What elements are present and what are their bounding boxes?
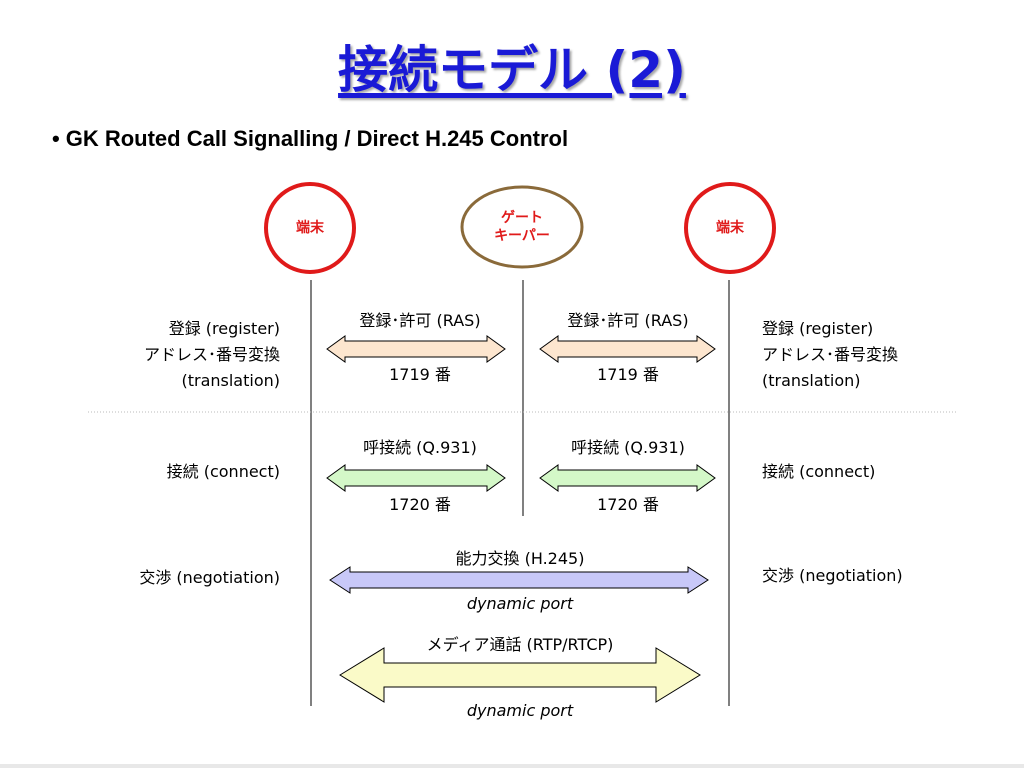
- left-register-block: 登録 (register) アドレス･番号変換 (translation): [80, 316, 280, 394]
- right-register-label: 登録 (register): [762, 319, 874, 338]
- bullet-marker: •: [52, 126, 60, 151]
- rtp-arrow: [339, 647, 701, 703]
- rtp-top-label: メディア通話 (RTP/RTCP): [426, 635, 614, 654]
- right-connect-label: 接続 (connect): [762, 462, 876, 481]
- subtitle-text: GK Routed Call Signalling / Direct H.245…: [65, 126, 569, 151]
- left-address-label: アドレス･番号変換: [143, 345, 280, 364]
- gatekeeper-label: ゲート キーパー: [472, 209, 572, 245]
- rtp-bottom-label: dynamic port: [466, 701, 574, 720]
- ras-left-top-label: 登録･許可 (RAS): [359, 311, 481, 330]
- h245-arrow: [329, 566, 709, 594]
- ras-left-arrow: [326, 335, 506, 363]
- q931-right-arrow: [539, 464, 716, 492]
- left-terminal-node: [264, 182, 356, 274]
- left-translation-label: (translation): [181, 371, 280, 390]
- q931-right-bottom-label: 1720 番: [597, 495, 659, 514]
- ras-right-top-label: 登録･許可 (RAS): [567, 311, 689, 330]
- left-register-label: 登録 (register): [168, 319, 280, 338]
- subtitle: •GK Routed Call Signalling / Direct H.24…: [52, 126, 568, 152]
- ras-right-bottom-label: 1719 番: [597, 365, 659, 384]
- left-negotiation-label: 交渉 (negotiation): [139, 568, 280, 587]
- q931-left-bottom-label: 1720 番: [389, 495, 451, 514]
- ras-right-arrow: [539, 335, 716, 363]
- gatekeeper-node: [460, 185, 584, 269]
- left-connect-label: 接続 (connect): [166, 462, 280, 481]
- right-address-label: アドレス･番号変換: [762, 345, 899, 364]
- page-title: 接続モデル (2): [338, 41, 686, 99]
- q931-left-arrow: [326, 464, 506, 492]
- q931-right-top-label: 呼接続 (Q.931): [571, 438, 685, 457]
- right-terminal-node: [684, 182, 776, 274]
- right-register-block: 登録 (register) アドレス･番号変換 (translation): [762, 316, 982, 394]
- right-terminal-label: 端末: [716, 220, 744, 236]
- right-translation-label: (translation): [762, 371, 861, 390]
- left-terminal-label: 端末: [296, 220, 324, 236]
- gatekeeper-label-line2: キーパー: [494, 228, 550, 244]
- h245-bottom-label: dynamic port: [466, 594, 574, 613]
- h245-top-label: 能力交換 (H.245): [455, 549, 585, 568]
- footer-rule: [0, 764, 1024, 768]
- q931-left-top-label: 呼接続 (Q.931): [363, 438, 477, 457]
- gatekeeper-label-line1: ゲート: [501, 210, 543, 226]
- right-negotiation-label: 交渉 (negotiation): [762, 566, 903, 585]
- ras-left-bottom-label: 1719 番: [389, 365, 451, 384]
